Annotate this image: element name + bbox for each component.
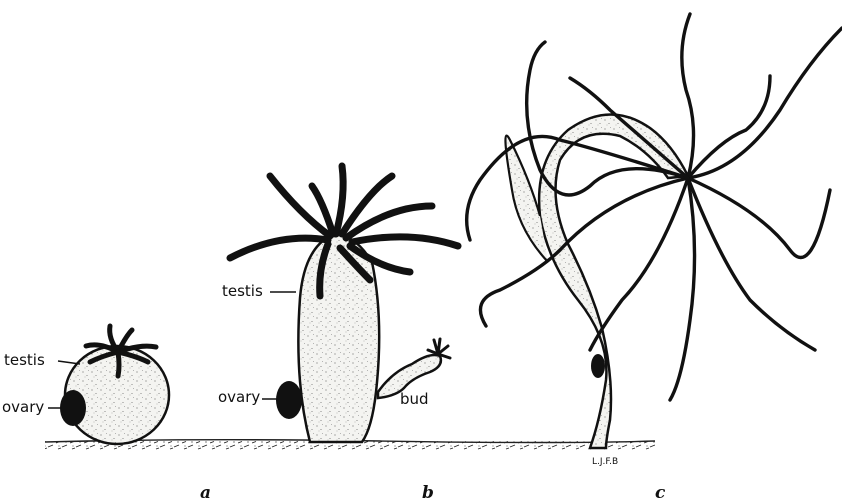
panel-label-a: a: [200, 483, 211, 503]
b-body: [298, 235, 379, 442]
label-b-testis: testis: [222, 282, 263, 300]
panel-label-b: b: [422, 483, 434, 503]
figure-c-hydra: [467, 14, 842, 448]
b-ovary: [276, 381, 302, 419]
c-body: [539, 114, 688, 448]
label-a-ovary: ovary: [2, 398, 44, 416]
figure-a-hydra: [60, 326, 169, 444]
label-b-bud: bud: [400, 390, 429, 408]
c-ovary: [591, 354, 605, 378]
artist-signature: L.J.F.B: [592, 457, 618, 467]
a-ovary: [60, 390, 86, 426]
label-a-testis: testis: [4, 351, 45, 369]
panel-label-c: c: [655, 483, 666, 503]
label-b-ovary: ovary: [218, 388, 260, 406]
